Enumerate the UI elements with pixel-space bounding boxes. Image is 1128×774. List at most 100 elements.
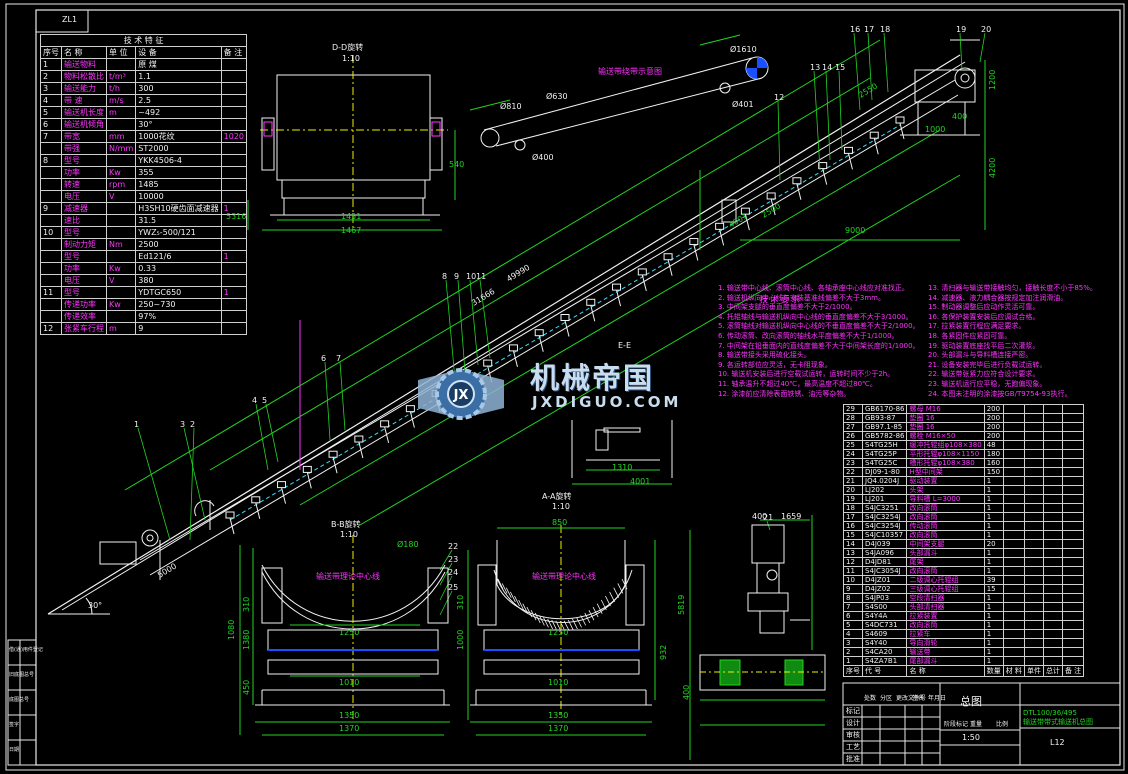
parts-cell: 15 <box>843 530 863 540</box>
idler-support <box>847 153 853 170</box>
tech-note: 3. 中间架支腿的垂直度偏差不大于2/1000。 <box>718 303 857 312</box>
tech-note: 2. 输送机纵向中心线与安装基准线偏差不大于3mm。 <box>718 293 885 302</box>
parts-cell <box>1042 629 1063 639</box>
aa-belt-hatch <box>617 583 624 594</box>
parts-cell <box>1023 566 1044 576</box>
aa-belt-hatch <box>580 615 587 626</box>
parts-cell <box>1061 629 1085 639</box>
parts-cell: S4S00 <box>861 602 908 612</box>
aa-belt-hatch <box>551 619 558 631</box>
incline-angle: 30° <box>88 601 103 610</box>
parts-cell <box>1023 575 1044 585</box>
parts-header-cell: 单件 <box>1023 665 1044 677</box>
spec-cell: mm <box>105 130 137 143</box>
watermark-url: JXDIGUO.COM <box>532 393 682 411</box>
bb-dim-1350: 1350 <box>339 711 360 720</box>
parts-cell <box>1002 593 1025 603</box>
spec-cell <box>220 118 248 131</box>
spec-cell: rpm <box>105 178 137 191</box>
parts-header-cell: 数量 <box>983 665 1004 677</box>
spec-cell <box>220 238 248 251</box>
parts-cell <box>1042 539 1063 549</box>
parts-cell <box>1061 503 1085 513</box>
parts-cell <box>1002 431 1025 441</box>
parts-cell <box>1061 557 1085 567</box>
aa-belt-hatch <box>514 595 520 607</box>
spec-cell: 传递效率 <box>61 310 107 323</box>
watermark-brand: 机械帝国 <box>530 361 655 395</box>
spec-cell: 2 <box>40 70 62 83</box>
aa-dim-1010: 1010 <box>548 678 569 687</box>
bb-dim-1010: 1010 <box>339 678 360 687</box>
parts-cell <box>1002 620 1025 630</box>
parts-cell: 改向滚筒 <box>906 503 985 513</box>
parts-cell <box>1061 647 1085 657</box>
tech-note: 20. 头部漏斗与导料槽连接严密。 <box>928 351 1033 360</box>
parts-cell <box>1061 467 1085 477</box>
belt-dim-401: Ø401 <box>732 100 754 109</box>
idler-support <box>512 350 518 368</box>
spec-cell <box>220 322 248 335</box>
idler-support <box>255 502 261 519</box>
spec-row: 传递效率 97% <box>40 310 248 323</box>
balloon-leader <box>137 427 171 541</box>
title-block-row-label: 设计 <box>846 719 860 727</box>
spec-header-cell: 单 位 <box>105 46 137 59</box>
parts-cell <box>1002 485 1025 495</box>
parts-cell <box>1042 422 1063 432</box>
parts-cell: 1 <box>983 593 1004 603</box>
parts-cell <box>1042 602 1063 612</box>
drive-dim-1659: 1659 <box>781 512 802 521</box>
part-balloon: 15 <box>835 63 846 72</box>
parts-cell <box>1002 404 1025 414</box>
main-dim-1200: 1200 <box>988 69 997 90</box>
parts-cell <box>1002 539 1025 549</box>
spec-cell: 带 速 <box>61 94 107 107</box>
parts-cell <box>1061 422 1085 432</box>
idler-support <box>744 214 750 231</box>
parts-cell: 160 <box>983 458 1004 468</box>
belt-dim-400: Ø400 <box>532 153 554 162</box>
spec-cell: 带强 <box>61 142 107 155</box>
spec-cell <box>220 70 248 83</box>
spec-cell: 型号 <box>61 250 107 263</box>
spec-cell: Kw <box>105 262 137 275</box>
parts-cell: 改向滚筒 <box>906 512 985 522</box>
idler-support <box>770 198 776 216</box>
parts-cell: S4JC10357 <box>861 530 908 540</box>
spec-header-cell: 设 备 <box>135 46 222 59</box>
idler-support <box>590 305 596 322</box>
spec-cell: YDTGC650 <box>135 286 222 299</box>
spec-cell: 97% <box>135 310 222 323</box>
parts-cell <box>1023 593 1044 603</box>
balloon-leader <box>838 70 843 151</box>
tech-note: 12. 涂漆前应清除表面铁锈、油污等杂物。 <box>718 389 851 398</box>
parts-cell: 1 <box>983 476 1004 486</box>
parts-header-cell: 总计 <box>1042 665 1063 677</box>
parts-cell <box>1042 548 1063 558</box>
part-balloon: 18 <box>880 25 891 34</box>
parts-cell <box>1042 503 1063 513</box>
title-block-col-label: 处数 <box>864 695 877 702</box>
spec-cell <box>105 154 137 167</box>
balloon-leader <box>777 100 781 181</box>
aa-dim-1370: 1370 <box>548 724 569 733</box>
spec-cell: 物料松散比 <box>61 70 107 83</box>
parts-cell: 1 <box>983 494 1004 504</box>
spec-cell <box>220 154 248 167</box>
ee-dim-1310: 1310 <box>612 463 633 472</box>
bb-dim-450: 450 <box>242 679 251 695</box>
